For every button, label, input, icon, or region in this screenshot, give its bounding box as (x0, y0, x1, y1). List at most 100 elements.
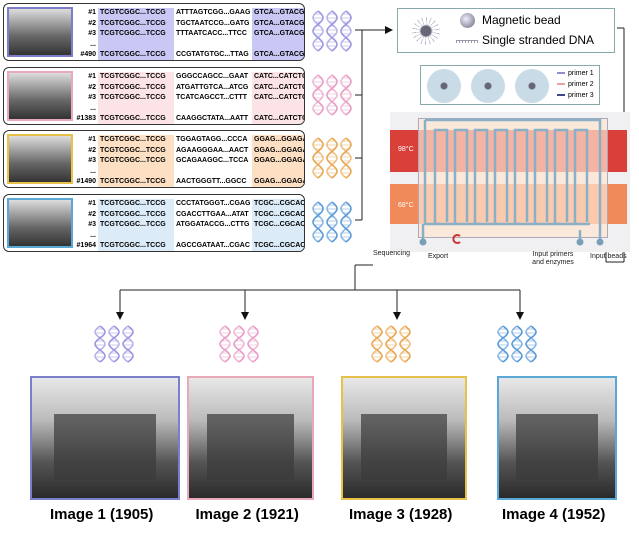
image-caption: Image 2 (1921) (195, 506, 299, 523)
primer-r-text: GGAG...GGAGAGAC (252, 156, 304, 167)
sequencing-label: Sequencing (373, 250, 410, 257)
primer-r-text: GGAG...GGAGAGAC (252, 135, 304, 146)
payload-text: GCAGAAGGC...TCCA (174, 156, 252, 167)
index-text: #2 (88, 210, 96, 218)
dna-helix-icon (326, 74, 338, 116)
payload-text: AACTGGGTT...GGCC (174, 177, 252, 187)
image-caption: Image 1 (1905) (50, 506, 154, 523)
primer-f-text (98, 103, 174, 114)
primer-r-text (252, 230, 304, 241)
arrow-head (116, 312, 124, 320)
primer-f-text: TCGTCGGC...TCCG (98, 50, 174, 60)
primer-f-text: TCGTCGGC...TCCG (98, 93, 174, 104)
dna-helix-icon (371, 325, 383, 363)
export-label: Export (428, 253, 449, 260)
primer-legend-item: primer 1 (557, 70, 594, 77)
sequence-row: ... (74, 166, 304, 177)
dna-helix-icon (326, 10, 338, 52)
primer-f-text: TCGTCGGC...TCCG (98, 156, 174, 167)
primer-r-text (252, 166, 304, 177)
dna-helix-icon (326, 201, 338, 243)
dna-helix-icon (525, 325, 537, 363)
bead-with-dna-icon (412, 17, 440, 45)
magnet-icon (452, 234, 461, 244)
primer-r-text: GTCA...GTACGGAT (252, 18, 304, 29)
payload-text: GGGCCAGCC...GAAT (174, 72, 252, 83)
arrow-head (516, 312, 524, 320)
payload-text: TCATCAGCCT...CTTT (174, 93, 252, 104)
primer-f-text: TCGTCGGC...TCCG (98, 135, 174, 146)
primer-f-text (98, 166, 174, 177)
primer-r-text: TCGC...CGCACTCG (252, 199, 304, 210)
bead-primer-icon (471, 69, 505, 103)
index-text: #2 (88, 83, 96, 91)
legend-ssdna-label: Single stranded DNA (482, 33, 595, 47)
primer-f-text (98, 39, 174, 50)
payload-text (174, 230, 252, 241)
building-shape (361, 414, 447, 480)
bead-primer-icon (515, 69, 549, 103)
primer-r-text: GGAG...GGAGAGAC (252, 145, 304, 156)
payload-text: TTTAATCACC...TTCC (174, 29, 252, 40)
microfluidic-chip: 98°C 68°C (390, 112, 630, 252)
archive-photo (341, 376, 467, 500)
payload-text: ATGATTGTCA...ATCG (174, 82, 252, 93)
dna-helix-icon (219, 325, 231, 363)
payload-text: CGACCTTGAA...ATAT (174, 209, 252, 220)
payload-text: TGCTAATCCG...GATG (174, 18, 252, 29)
arrow-head (241, 312, 249, 320)
index-text: #2 (88, 19, 96, 27)
primer-f-text: TCGTCGGC...TCCG (98, 241, 174, 251)
payload-text: AGAAGGGAA...AACT (174, 145, 252, 156)
primer-f-text: TCGTCGGC...TCCG (98, 177, 174, 187)
primer-f-text: TCGTCGGC...TCCG (98, 145, 174, 156)
index-text: #3 (88, 157, 96, 164)
dna-helix-icon (247, 325, 259, 363)
primer-f-text: TCGTCGGC...TCCG (98, 18, 174, 29)
dna-helix-icon (497, 325, 509, 363)
primer-f-text: TCGTCGGC...TCCG (98, 29, 174, 40)
index-text: #1 (88, 136, 96, 143)
thumbnail-photo (7, 7, 73, 57)
index-text: #1490 (76, 178, 96, 185)
payload-text: AGCCGATAAT...CGAC (174, 241, 252, 251)
primer-f-text: TCGTCGGC...TCCG (98, 8, 174, 19)
payload-text (174, 39, 252, 50)
index-text: #3 (88, 94, 96, 101)
sequence-row: ... (74, 103, 304, 114)
primer-r-text: TCGC...CGCACTCG (252, 220, 304, 231)
dna-helix-icon (340, 137, 352, 179)
primer-f-text: TCGTCGGC...TCCG (98, 82, 174, 93)
payload-text: CCGTATGTGC...TTAG (174, 50, 252, 60)
primer-r-text: GTCA...GTACGGAT (252, 50, 304, 60)
thumbnail-photo (7, 198, 73, 248)
primer-r-text (252, 39, 304, 50)
primer-r-text: CATC...CATCTCTC (252, 82, 304, 93)
primer-label: primer 2 (568, 81, 594, 88)
port-icon (576, 238, 584, 246)
input-beads-label: Input beads (590, 253, 627, 260)
primer-zoom-box: primer 1 primer 2 primer 3 (420, 65, 600, 105)
primer-r-text: GTCA...GTACGGAT (252, 29, 304, 40)
dna-helix-icon (326, 137, 338, 179)
index-text: #3 (88, 30, 96, 37)
legend-bead-label: Magnetic bead (482, 13, 561, 27)
primer-label: primer 3 (568, 92, 594, 99)
index-text: #1964 (76, 242, 96, 249)
index-text: ... (90, 167, 96, 175)
thumbnail-photo (7, 134, 73, 184)
cold-temp-label: 68°C (398, 202, 414, 209)
legend-box: Magnetic bead Single stranded DNA (397, 8, 615, 53)
dna-helix-icon (108, 325, 120, 363)
primer-r-text: TCGC...CGCACTCG (252, 209, 304, 220)
